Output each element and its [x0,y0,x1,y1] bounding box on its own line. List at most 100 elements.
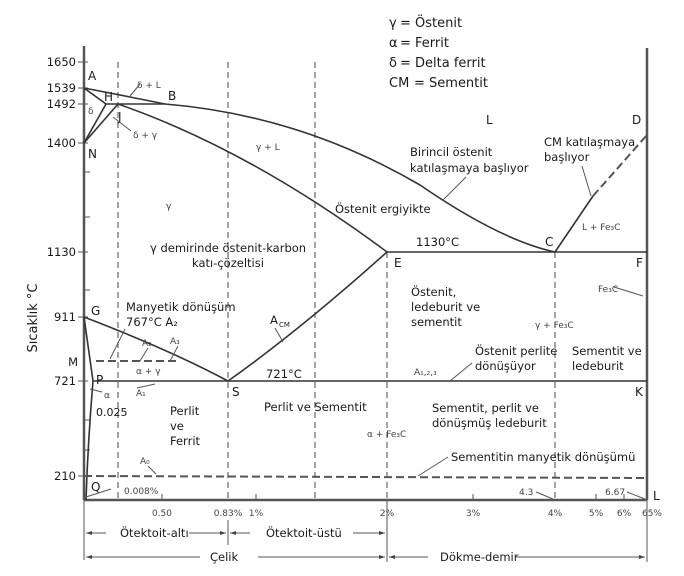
label-cast-iron: Dökme-demir [440,550,519,564]
label-magnetic-2: 767°C A₂ [126,315,178,329]
line-A0-dashed [83,475,648,479]
label-A123: A₁,₂,₃ [414,368,437,378]
label-liquid: L [486,113,493,127]
bottom-labels: Ötektoit-altı Ötektoit-üstü Çelik Dökme-… [120,524,519,564]
point-C: C [545,235,553,249]
label-eutectic-temp: 1130°C [416,235,459,249]
y-tick-210: 210 [54,469,76,483]
leader-arrows [85,83,646,500]
y-tick-1650: 1650 [47,55,76,69]
label-delta-L: δ + L [137,81,161,91]
point-Q: Q [91,480,100,494]
label-l-val: 6.67 [605,488,625,498]
line-CD-dashed [592,134,648,197]
point-E: E [394,256,402,270]
legend-delta-symbol: δ [389,56,397,71]
legend-gamma-meaning: = Östenit [400,14,462,31]
label-perlit-ferrit-1: Perlit [170,404,200,418]
x-tick-6: 6% [617,509,632,519]
label-perlite-2: dönüşüyor [475,359,536,373]
label-Fe3C: Fe₃C [598,285,618,295]
line-JN [83,103,119,144]
label-gamma-Fe3C: γ + Fe₃C [535,321,574,331]
point-G: G [91,304,100,318]
label-q-val: 0.008% [124,487,159,497]
label-perlit-ferrit-3: Ferrit [170,434,201,448]
label-gamma-solution-1: γ demirinde östenit-karbon [150,241,306,255]
x-tick-65: 65% [642,509,662,519]
label-alpha: α [104,391,110,401]
label-alpha-gamma: α + γ [136,367,161,377]
legend: γ = Östenit α = Ferrit δ = Delta ferrit … [389,14,488,91]
label-L-Fe3C: L + Fe₃C [582,223,620,233]
line-CD-solid [554,195,594,253]
label-austenite-melt: Östenit ergiyikte [335,200,431,216]
label-cem-magnetic: Sementitin manyetik dönüşümü [451,450,635,464]
legend-alpha-symbol: α [389,36,398,51]
label-sem-led-2: ledeburit [572,359,624,373]
point-S: S [232,385,240,399]
label-sem-led-1: Sementit ve [572,344,642,358]
point-N: N [88,147,97,161]
line-AH [83,87,107,105]
label-A0: A₀ [140,457,150,467]
label-eutectoid-temp: 721°C [266,367,302,381]
label-A3: A₃ [170,337,180,347]
line-ES [227,251,388,382]
y-tick-M: M [68,355,78,369]
label-alpha-Fe3C: α + Fe₃C [367,430,406,440]
legend-delta-meaning: = Delta ferrit [400,56,486,71]
label-gamma-solution-2: katı-çözeltisi [192,256,264,270]
label-delta-gamma: δ + γ [133,131,158,141]
point-P: P [96,373,103,387]
point-D: D [632,113,641,127]
label-sem-perlit-2: dönüşmüş ledeburit [432,416,547,430]
label-cm-2: başlıyor [544,150,590,164]
y-axis-label: Sıcaklık °C [26,284,41,353]
line-GS [83,316,229,382]
line-JE [117,103,388,253]
label-aus-led-1: Östenit, [411,283,456,299]
legend-cm-symbol: CM [389,76,409,91]
label-primary-1: Birincil östenit [410,145,493,159]
x-tick-labels: 0.50 0.83% 1% 2% 3% 4% 5% 6% 65% [152,509,662,519]
label-p-val: 0.025 [96,406,128,419]
y-tick-721: 721 [54,374,76,388]
label-Acm: A [270,313,278,327]
label-primary-2: katılaşmaya başlıyor [410,161,529,175]
y-tick-911: 911 [54,310,76,324]
x-tick-1: 1% [249,509,264,519]
label-perlit-sementit: Perlit ve Sementit [264,400,367,414]
line-PQ [85,380,94,501]
point-F: F [636,256,643,270]
label-c-val: 4.3 [519,488,533,498]
label-perlit-ferrit-2: ve [170,419,184,433]
x-tick-4: 4% [548,509,563,519]
x-tick-0.50: 0.50 [152,509,172,519]
point-J: J [117,110,122,124]
y-tick-1539: 1539 [47,81,76,95]
point-H: H [104,90,113,104]
label-perlite-1: Östenit perlite [475,342,557,358]
label-hypoeutectoid: Ötektoit-altı [120,524,189,540]
y-tick-labels: 1650 1539 1492 1400 1130 911 M 721 210 [47,55,78,483]
point-labels: A H J B N D C E F G P S K Q L [88,69,660,503]
label-aus-led-2: ledeburit ve [411,300,480,314]
label-cm-1: CM katılaşmaya [544,135,635,149]
line-GP [83,316,94,382]
label-aus-led-3: sementit [411,315,462,329]
point-L: L [653,489,660,503]
label-sem-perlit-1: Sementit, perlit ve [432,401,539,415]
label-delta: δ [88,107,94,117]
legend-gamma-symbol: γ [389,16,397,31]
legend-cm-meaning: = Sementit [414,76,488,91]
bottom-brackets [83,500,648,562]
y-tick-1492: 1492 [47,97,76,111]
line-AB [83,87,166,105]
label-gamma-L: γ + L [256,143,280,153]
legend-alpha-meaning: = Ferrit [400,36,449,51]
line-HN [83,103,107,144]
phase-lines [83,87,648,501]
label-steel: Çelik [210,550,238,564]
